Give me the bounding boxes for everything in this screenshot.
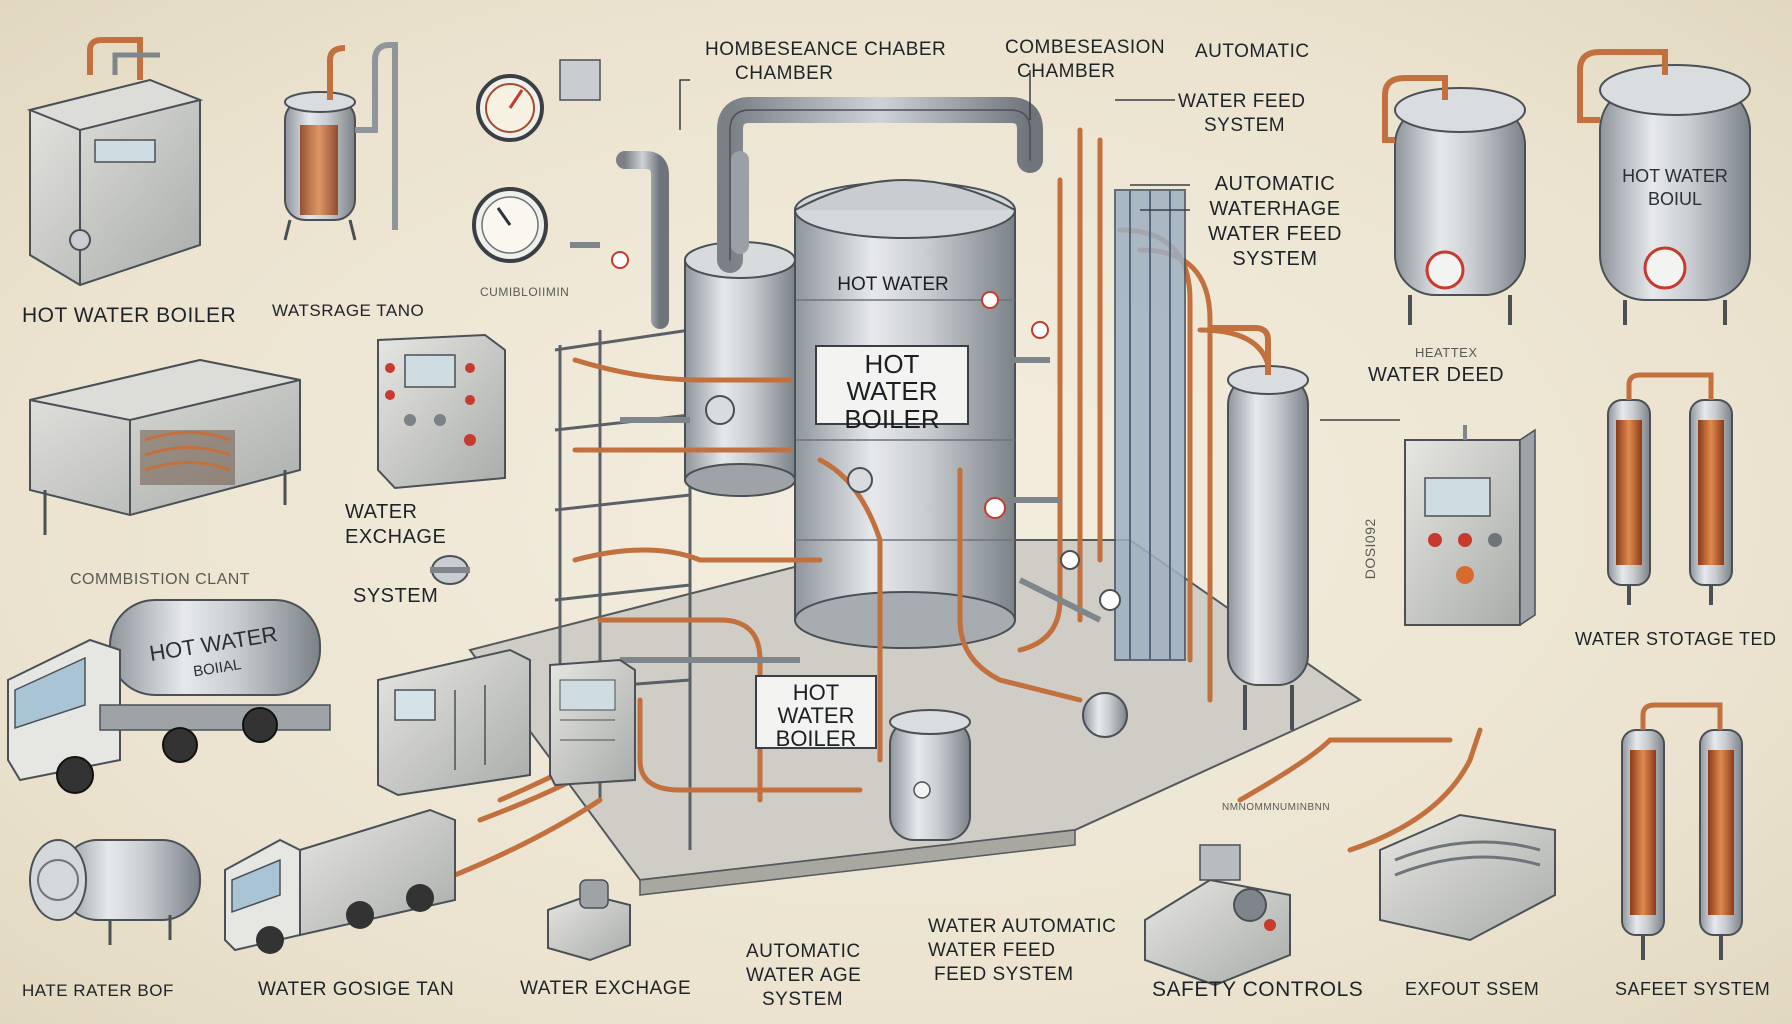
label-wes-line-1: WATER: [345, 501, 418, 523]
label-water-feed-line-1: WATER FEED: [1178, 91, 1306, 112]
right-control-panel: [1404, 425, 1536, 627]
label-wab-line-2: WATER FEED: [928, 939, 1056, 961]
combustion-chamber-unit: [29, 358, 301, 535]
label-automatic-top: AUTOMATIC: [1195, 41, 1310, 62]
label-wes-line-2: EXCHAGE: [345, 526, 447, 548]
label-water-stotage-ted: WATER STOTAGE TED: [1575, 629, 1777, 649]
label-dosi092: DOSI092: [1361, 518, 1378, 580]
label-chamber-1-line-2: CHAMBER: [735, 62, 834, 84]
coil-heat-exchangers-1: [1607, 372, 1733, 605]
label-ab-line-1: AUTOMATIC: [746, 941, 861, 962]
lower-boiler-sign: HOT WATER BOILER: [755, 675, 877, 752]
right-tank-text-2: BOIUL: [1647, 189, 1703, 210]
center-control-cabinet: [377, 648, 531, 797]
hot-water-truck: [7, 599, 331, 794]
label-aw-line-1: AUTOMATIC: [1214, 173, 1336, 195]
label-safeet-system: SAFEET SYSTEM: [1615, 979, 1771, 999]
riser-tubes: [1114, 189, 1186, 661]
exchange-valve: [430, 555, 470, 585]
top-exhaust-pipes: [616, 97, 1043, 329]
water-storage-tank-small: [283, 42, 398, 241]
label-aw-line-3: WATER FEED: [1208, 223, 1342, 245]
main-boiler-plate: HOT WATER: [818, 275, 968, 305]
main-boiler-sign: HOT WATER BOILER: [815, 345, 969, 432]
label-aw-line-2: WATERHAGE: [1209, 198, 1341, 220]
main-top-text: HOT WATER: [837, 274, 949, 295]
label-wes-line-3: SYSTEM: [353, 585, 439, 607]
right-storage-tank-2: [1577, 49, 1751, 325]
main-mid-line-2: BOILER: [844, 403, 940, 434]
label-hot-water-boiler-left: HOT WATER BOILER: [22, 304, 237, 327]
label-water-automatic-bottom: WATER AUTOMATIC WATER FEED FEED SYSTEM: [928, 915, 1116, 986]
expansion-vessel: [1210, 325, 1309, 730]
label-pipe-tag: NMNOMMNUMINBNN: [1222, 802, 1331, 813]
label-hate-rater-bof: HATE RATER BOF: [22, 981, 174, 1000]
label-cumibloiimin: CUMIBLOIIMIN: [480, 285, 570, 299]
safety-controls-unit: [1144, 844, 1291, 987]
label-water-gosige-tan: WATER GOSIGE TAN: [258, 979, 455, 1000]
right-storage-tank-1: [1382, 75, 1526, 325]
label-ab-line-3: SYSTEM: [762, 988, 844, 1010]
hot-water-boiler-cabinet: [26, 37, 204, 287]
label-water-deed: WATER DEED: [1368, 364, 1505, 386]
label-automatic-bottom: AUTOMATIC WATER AGE SYSTEM: [746, 940, 861, 1011]
label-watsrage-tano: WATSRAGE TANO: [272, 301, 425, 320]
right-tank-text: HOT WATER BOIUL: [1615, 165, 1735, 212]
right-tank-text-1: HOT WATER: [1622, 166, 1728, 186]
label-chamber-2: COMBESEASION CHAMBER: [1005, 36, 1165, 84]
leader-lines: [679, 70, 1400, 421]
label-exfout-ssem: EXFOUT SSEM: [1405, 979, 1540, 999]
label-heattex: HEATTEX: [1415, 345, 1478, 360]
temperature-gauge: [472, 187, 600, 263]
pressure-gauge-top: [476, 59, 601, 142]
coil-heat-exchangers-2: [1621, 702, 1743, 960]
label-aw-line-4: SYSTEM: [1232, 248, 1318, 270]
main-low-line-1: HOT WATER: [777, 680, 855, 729]
left-control-box: [377, 333, 506, 490]
label-automatic-waterhage: AUTOMATIC WATERHAGE WATER FEED SYSTEM: [1208, 172, 1342, 272]
label-wab-line-3: FEED SYSTEM: [934, 963, 1074, 985]
small-buffer-tank: [889, 709, 971, 841]
label-water-exchange-system: WATER EXCHAGE SYSTEM: [345, 500, 446, 609]
main-mid-line-1: HOT WATER: [846, 349, 938, 407]
label-chamber-1: HOMBESEANCE CHABER CHAMBER: [705, 38, 946, 86]
label-chamber-1-line-1: HOMBESEANCE CHABER: [705, 39, 947, 60]
horizontal-tank: [29, 839, 201, 945]
exhaust-unit: [1379, 813, 1556, 942]
label-ab-line-2: WATER AGE: [746, 964, 862, 986]
label-water-feed-system: WATER FEED SYSTEM: [1178, 90, 1305, 138]
center-electrical-panel: [549, 658, 636, 787]
label-water-feed-line-2: SYSTEM: [1204, 114, 1286, 136]
steel-piping: [620, 357, 1102, 663]
label-commbistion-clant: COMMBISTION CLANT: [70, 571, 251, 588]
main-low-line-2: BOILER: [775, 726, 857, 752]
label-chamber-2-line-2: CHAMBER: [1017, 60, 1116, 82]
water-storage-truck: [224, 808, 456, 954]
label-chamber-2-line-1: COMBESEASION: [1005, 37, 1166, 58]
feed-pump: [547, 879, 631, 962]
label-wab-line-1: WATER AUTOMATIC: [928, 916, 1117, 937]
label-water-exchage-bottom: WATER EXCHAGE: [520, 978, 692, 999]
label-safety-controls: SAFETY CONTROLS: [1152, 978, 1364, 1001]
secondary-tank: [684, 241, 796, 497]
